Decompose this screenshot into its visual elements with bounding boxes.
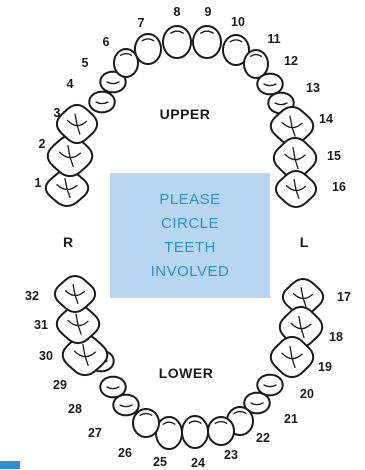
- tooth-number-2: 2: [39, 138, 46, 151]
- tooth-number-9: 9: [205, 6, 212, 19]
- tooth-12[interactable]: [257, 74, 282, 95]
- tooth-number-27: 27: [88, 427, 102, 440]
- tooth-number-7: 7: [138, 17, 145, 30]
- tooth-outline: [89, 92, 114, 113]
- corner-mark: [0, 461, 20, 469]
- tooth-number-15: 15: [327, 150, 341, 163]
- tooth-number-24: 24: [191, 457, 205, 470]
- tooth-16[interactable]: [276, 171, 316, 207]
- tooth-number-30: 30: [39, 350, 53, 363]
- left-side-label: L: [300, 234, 309, 250]
- tooth-number-11: 11: [267, 33, 280, 46]
- instruction-line: INVOLVED: [151, 260, 230, 284]
- tooth-number-20: 20: [300, 388, 314, 401]
- tooth-number-4: 4: [67, 78, 74, 91]
- right-side-label: R: [63, 234, 73, 250]
- tooth-number-25: 25: [153, 456, 167, 469]
- tooth-number-32: 32: [25, 290, 39, 303]
- tooth-number-16: 16: [332, 181, 346, 194]
- tooth-32[interactable]: [55, 276, 95, 312]
- tooth-number-21: 21: [284, 413, 298, 426]
- tooth-number-12: 12: [284, 55, 298, 68]
- tooth-6[interactable]: [114, 49, 138, 77]
- tooth-number-13: 13: [306, 82, 320, 95]
- tooth-outline: [257, 74, 282, 95]
- tooth-26[interactable]: [133, 409, 159, 437]
- upper-arch-label: UPPER: [160, 106, 211, 122]
- instruction-box: PLEASE CIRCLE TEETH INVOLVED: [110, 173, 270, 298]
- tooth-number-8: 8: [174, 6, 181, 19]
- tooth-number-17: 17: [337, 291, 351, 304]
- instruction-line: PLEASE: [159, 188, 220, 212]
- tooth-outline: [100, 377, 125, 398]
- tooth-number-26: 26: [118, 447, 132, 460]
- tooth-number-19: 19: [318, 361, 332, 374]
- tooth-24[interactable]: [182, 416, 208, 448]
- tooth-number-3: 3: [54, 107, 61, 120]
- tooth-number-18: 18: [329, 331, 343, 344]
- tooth-number-6: 6: [103, 36, 110, 49]
- instruction-line: CIRCLE: [161, 212, 219, 236]
- tooth-number-29: 29: [53, 379, 67, 392]
- tooth-number-10: 10: [231, 16, 245, 29]
- tooth-23[interactable]: [208, 417, 234, 445]
- tooth-9[interactable]: [193, 26, 221, 58]
- tooth-7[interactable]: [135, 34, 161, 64]
- tooth-number-23: 23: [224, 449, 238, 462]
- instruction-line: TEETH: [164, 236, 216, 260]
- tooth-number-31: 31: [34, 319, 48, 332]
- tooth-number-28: 28: [68, 403, 82, 416]
- tooth-number-14: 14: [319, 113, 333, 126]
- tooth-4[interactable]: [89, 92, 114, 113]
- tooth-28[interactable]: [100, 377, 125, 398]
- tooth-number-22: 22: [256, 432, 270, 445]
- tooth-number-5: 5: [82, 57, 89, 70]
- lower-arch-label: LOWER: [159, 365, 214, 381]
- tooth-8[interactable]: [163, 26, 191, 58]
- tooth-number-1: 1: [35, 177, 42, 190]
